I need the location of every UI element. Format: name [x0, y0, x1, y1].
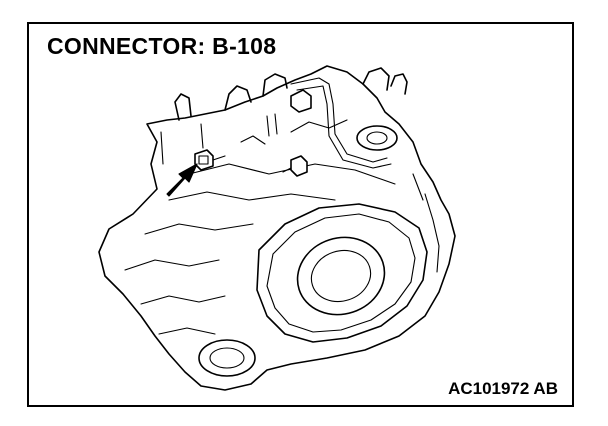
diagram-frame: CONNECTOR: B-108 AC101972 AB	[27, 22, 574, 407]
figure-id: AC101972 AB	[448, 379, 558, 398]
transaxle-drawing	[98, 65, 456, 391]
connector-b-108	[194, 149, 226, 171]
connector-middle	[290, 155, 308, 177]
pointer-arrow	[166, 163, 198, 197]
connector-title: CONNECTOR: B-108	[47, 33, 277, 59]
bell-housing-rim	[256, 203, 428, 343]
connector-top	[290, 89, 312, 113]
transaxle-housing	[98, 65, 456, 391]
